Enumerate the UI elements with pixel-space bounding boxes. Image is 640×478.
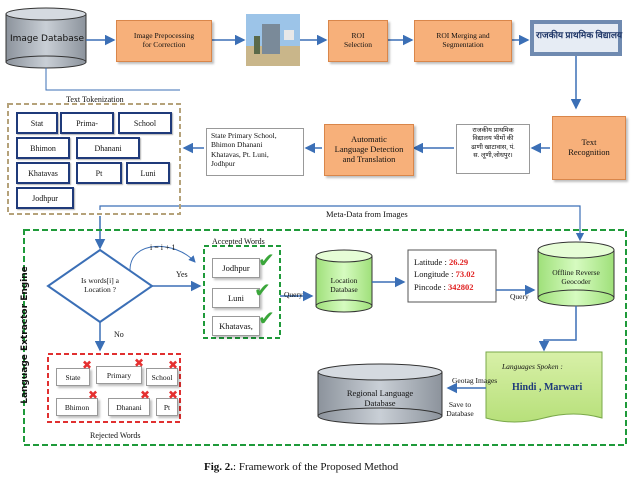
query-label: Query — [510, 292, 529, 301]
rejected-words-label: Rejected Words — [90, 431, 141, 440]
token-word: Bhimon — [16, 137, 70, 159]
increment-label: i = i + 1 — [150, 243, 176, 252]
token-word: Stat — [16, 112, 58, 134]
location-result-box — [407, 249, 497, 303]
rejected-word: Pt — [156, 398, 178, 416]
check-icon: ✔ — [258, 248, 275, 272]
token-word: Dhanani — [76, 137, 140, 159]
engine-label: Language Extractor Engine — [19, 266, 30, 404]
languages-page — [485, 351, 603, 423]
geotag-label: Geotag Images — [452, 376, 498, 385]
rejected-word: Primary — [96, 366, 142, 384]
image-database-cylinder — [5, 7, 87, 69]
check-icon: ✔ — [254, 278, 271, 302]
rejected-word: State — [56, 368, 90, 386]
regional-database-cylinder — [317, 363, 443, 425]
accepted-word: Khatavas, — [212, 316, 260, 336]
meta-data-arrow — [99, 205, 585, 242]
accepted-words-label: Accepted Words — [212, 237, 265, 246]
x-icon: ✖ — [168, 358, 179, 372]
languages-value: Hindi , Marwari — [512, 382, 583, 393]
location-result: Latitude : 26.29 Longitude : 73.02 Pinco… — [414, 257, 475, 292]
sign-image — [530, 20, 622, 56]
x-icon: ✖ — [82, 358, 93, 372]
image-database-label: Image Database — [10, 34, 84, 44]
no-label: No — [114, 330, 124, 339]
rejected-word: Dhanani — [108, 398, 150, 416]
x-icon: ✖ — [134, 356, 145, 370]
source-photo — [246, 14, 300, 66]
engine-frame — [23, 229, 627, 446]
meta-line — [45, 68, 180, 91]
languages-title: Languages Spoken : — [502, 362, 563, 371]
meta-data-label: Meta-Data from Images — [326, 209, 408, 219]
x-icon: ✖ — [88, 388, 99, 402]
figure-caption: Fig. 2.: Framework of the Proposed Metho… — [204, 461, 399, 473]
token-word: Khatavas — [16, 162, 70, 184]
sign-text: राजकीय प्राथमिक विद्यालय — [536, 30, 623, 40]
token-word: Jodhpur — [16, 187, 74, 209]
loop-arrow — [129, 245, 196, 271]
text-tokenization-label: Text Tokenization — [66, 95, 124, 104]
x-icon: ✖ — [168, 388, 179, 402]
token-word: Prima- — [60, 112, 114, 134]
token-word: Luni — [126, 162, 170, 184]
token-word: Pt — [76, 162, 122, 184]
geocoder-cylinder — [537, 241, 615, 307]
yes-label: Yes — [176, 270, 188, 279]
check-icon: ✔ — [258, 306, 275, 330]
arrow — [538, 306, 577, 352]
accepted-word: Luni — [212, 288, 260, 308]
token-word: School — [118, 112, 172, 134]
rejected-word: School — [146, 368, 178, 386]
x-icon: ✖ — [140, 388, 151, 402]
rejected-word: Bhimon — [56, 398, 98, 416]
location-database-cylinder — [315, 249, 373, 313]
accepted-word: Jodhpur — [212, 258, 260, 278]
tokenization-frame — [7, 103, 181, 215]
query-label: Query — [284, 290, 303, 299]
translated-text-box: State Primary School,Bhimon Dhanani Khat… — [206, 128, 304, 176]
